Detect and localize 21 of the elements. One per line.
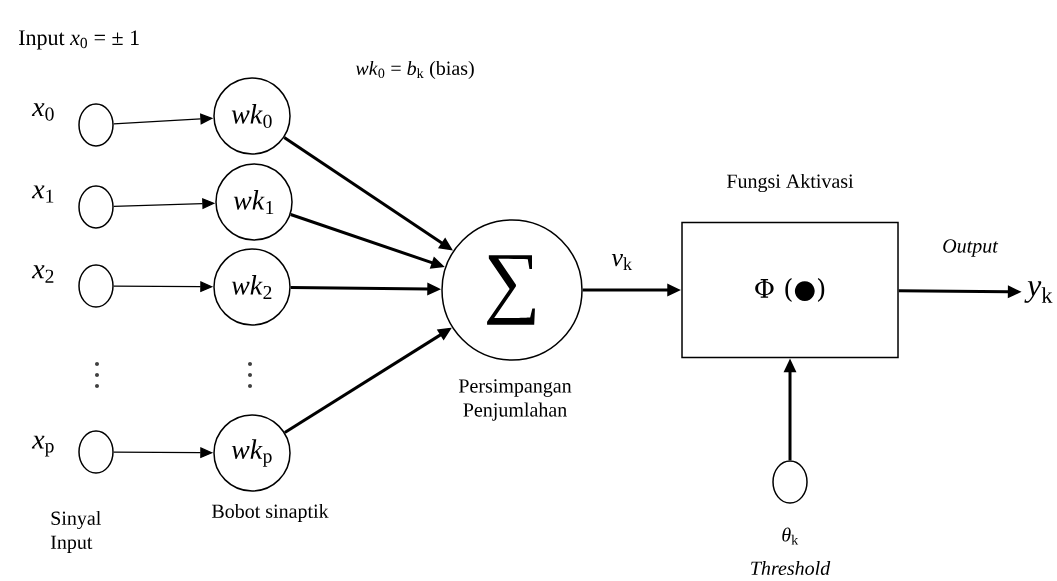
- input-symbol: x$_{2}$: [31, 265, 54, 283]
- input-circle: [78, 430, 114, 474]
- input-symbol: x$_{p}$: [31, 435, 54, 457]
- node-caption: Persimpangan Penjumlahan: [458, 379, 572, 421]
- annotation-text: Input x$_{0}$ = ± 1: [19, 30, 139, 50]
- node-caption: θ$_{k}$: [782, 527, 799, 545]
- activation-box: Φ (●): [681, 221, 899, 359]
- node-caption: Sinyal Input: [50, 510, 101, 554]
- node-caption: Threshold: [751, 560, 831, 576]
- annotation-text: wk$_{0}$ = b$_{k}$ (bias): [355, 60, 474, 80]
- box-heading: Fungsi Aktivasi: [726, 173, 854, 193]
- input-circle: [772, 460, 808, 504]
- node-caption: Bobot sinaptik: [211, 503, 329, 523]
- input-circle: [78, 103, 114, 147]
- edge-label: v$_{k}$: [610, 253, 634, 271]
- input-symbol: x$_{0}$: [31, 103, 54, 121]
- input-circle: [78, 185, 114, 229]
- input-circle: [78, 264, 114, 308]
- input-symbol: x$_{1}$: [31, 185, 54, 203]
- output-symbol: y$_{k}$: [1024, 281, 1053, 303]
- edge-label: Output: [941, 238, 999, 258]
